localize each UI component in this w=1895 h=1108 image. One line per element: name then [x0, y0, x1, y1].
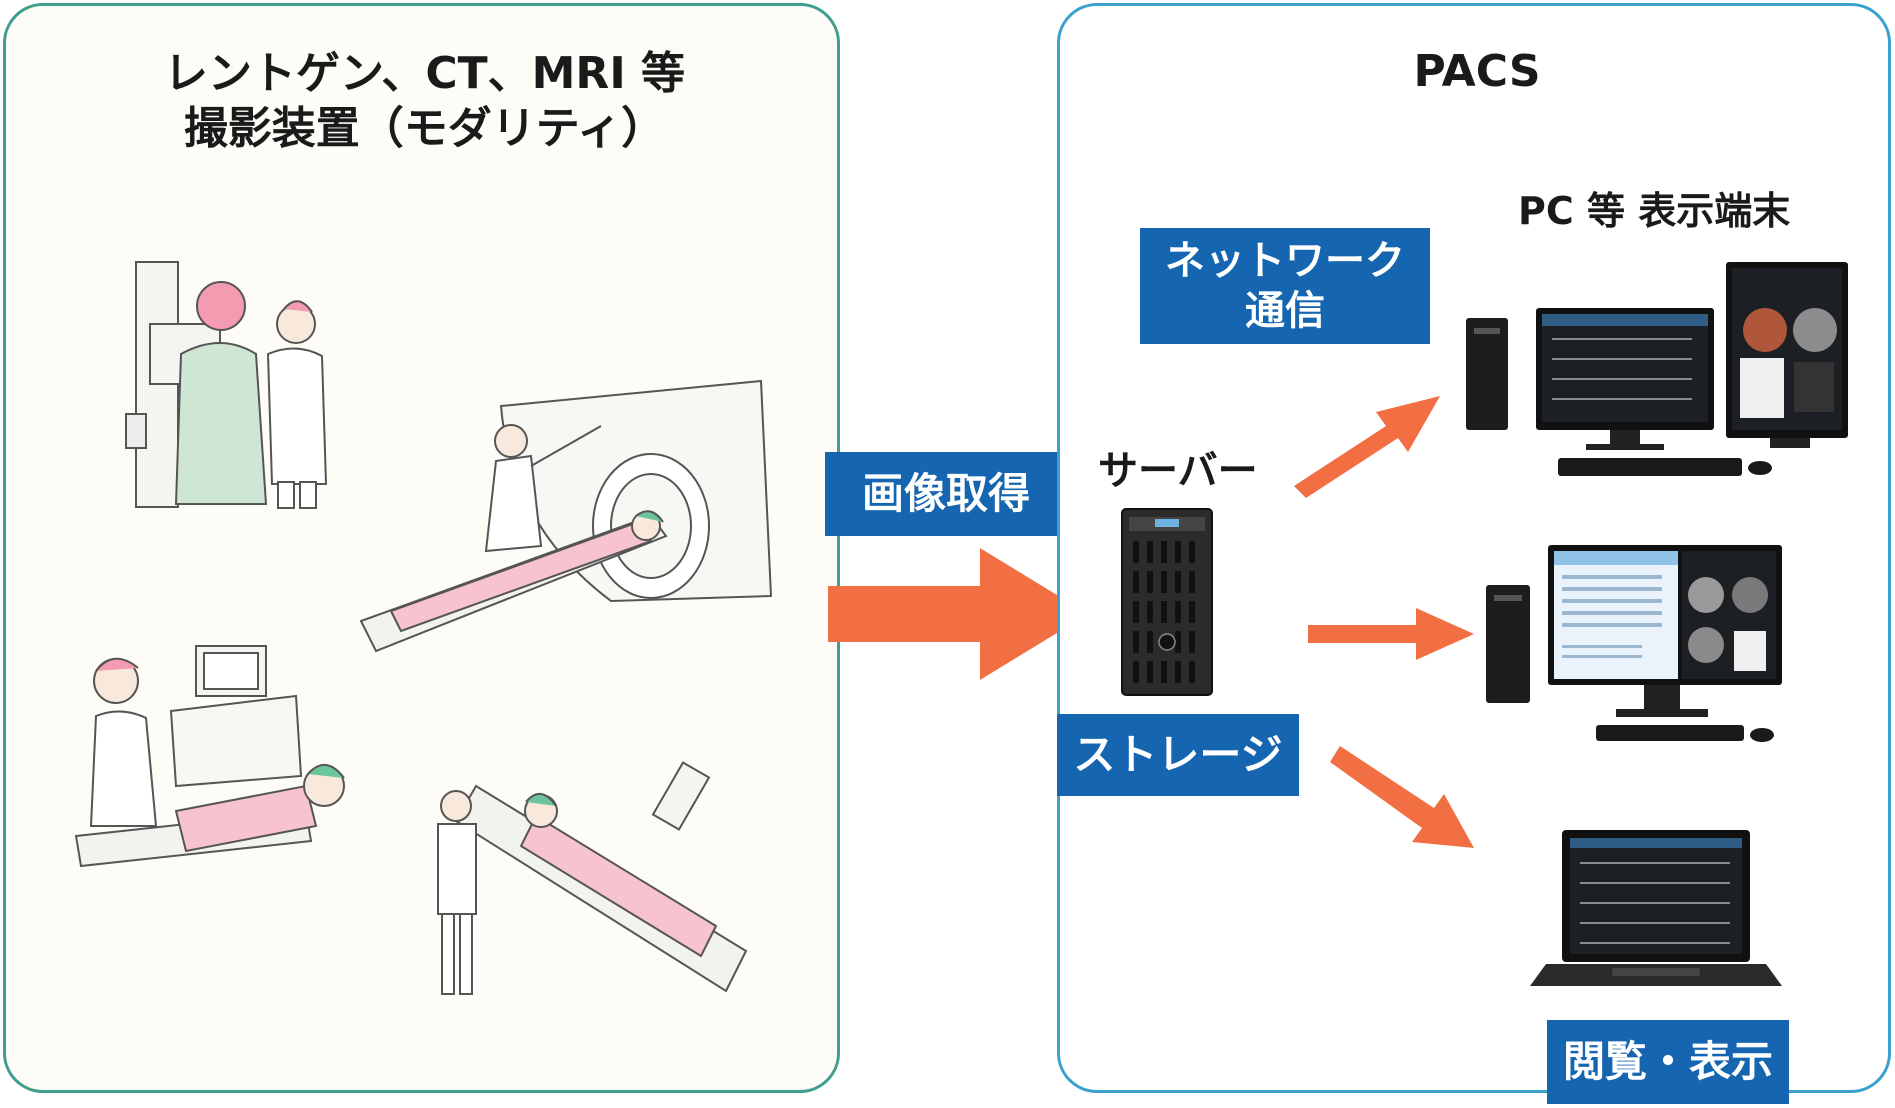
ct-scanner-illustration	[359, 379, 773, 653]
arrow-to-laptop	[1330, 746, 1474, 848]
arrow-to-desktop-top	[1294, 396, 1440, 498]
network-label-line1: ネットワーク	[1165, 238, 1405, 284]
modality-panel: レントゲン、CT、MRI 等 撮影装置（モダリティ）	[3, 3, 840, 1093]
storage-label: ストレージ	[1057, 714, 1299, 796]
view-display-label: 閲覧・表示	[1547, 1020, 1789, 1104]
laptop-terminal	[1530, 830, 1782, 986]
modality-title-line1: レントゲン、CT、MRI 等	[163, 48, 686, 99]
acquisition-arrow	[828, 548, 1088, 680]
pacs-title: PACS	[1413, 46, 1541, 97]
modality-title-line2: 撮影装置（モダリティ）	[183, 103, 666, 154]
fluoroscopy-illustration	[437, 761, 748, 995]
server-tower-icon	[1121, 508, 1213, 696]
xray-standing-illustration	[125, 261, 328, 509]
arrow-to-desktop-middle	[1308, 608, 1474, 660]
modality-title: レントゲン、CT、MRI 等 撮影装置（モダリティ）	[6, 46, 843, 156]
network-communication-label: ネットワーク 通信	[1140, 228, 1430, 344]
network-label-line2: 通信	[1245, 288, 1325, 334]
image-acquisition-label: 画像取得	[825, 452, 1067, 536]
desktop-terminal-2	[1486, 545, 1782, 742]
ultrasound-illustration	[74, 645, 345, 868]
desktop-terminal-1	[1466, 262, 1848, 476]
terminals-label: PC 等 表示端末	[1518, 189, 1791, 233]
server-label: サーバー	[1098, 448, 1258, 494]
